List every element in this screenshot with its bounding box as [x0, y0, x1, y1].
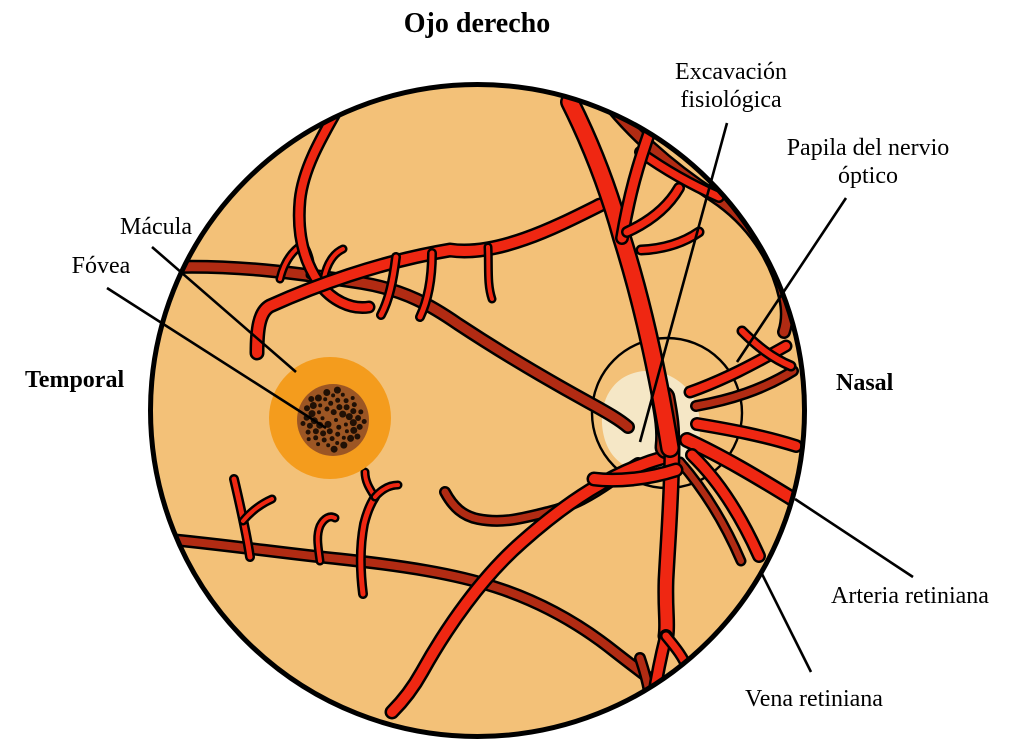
leader-line-excavacion — [638, 122, 729, 443]
leader-lines — [106, 122, 914, 673]
leader-line-papila — [735, 197, 848, 363]
fundus-outline — [148, 82, 807, 739]
diagram-title: Ojo derecho — [403, 8, 551, 39]
label-excavacion-line1: Excavación — [675, 59, 787, 85]
fundus-circle — [150, 84, 805, 737]
label-papila: Papila del nervio óptico — [787, 134, 950, 190]
label-arteria: Arteria retiniana — [831, 583, 989, 609]
label-excavacion: Excavación fisiológica — [675, 58, 787, 114]
label-fovea: Fóvea — [71, 253, 131, 279]
leader-line-macula — [151, 246, 297, 373]
vessel-network — [150, 85, 804, 728]
label-excavacion-line2: fisiológica — [680, 87, 782, 113]
fovea-dots — [300, 386, 367, 453]
label-macula: Mácula — [120, 214, 192, 240]
label-nasal: Nasal — [836, 370, 894, 396]
leader-line-fovea — [106, 286, 327, 430]
label-temporal: Temporal — [25, 367, 125, 393]
label-papila-line2: óptico — [838, 163, 898, 189]
leader-line-vena — [760, 573, 813, 673]
label-papila-line1: Papila del nervio — [786, 135, 950, 161]
leader-line-arteria — [794, 497, 914, 579]
label-vena: Vena retiniana — [745, 686, 883, 712]
